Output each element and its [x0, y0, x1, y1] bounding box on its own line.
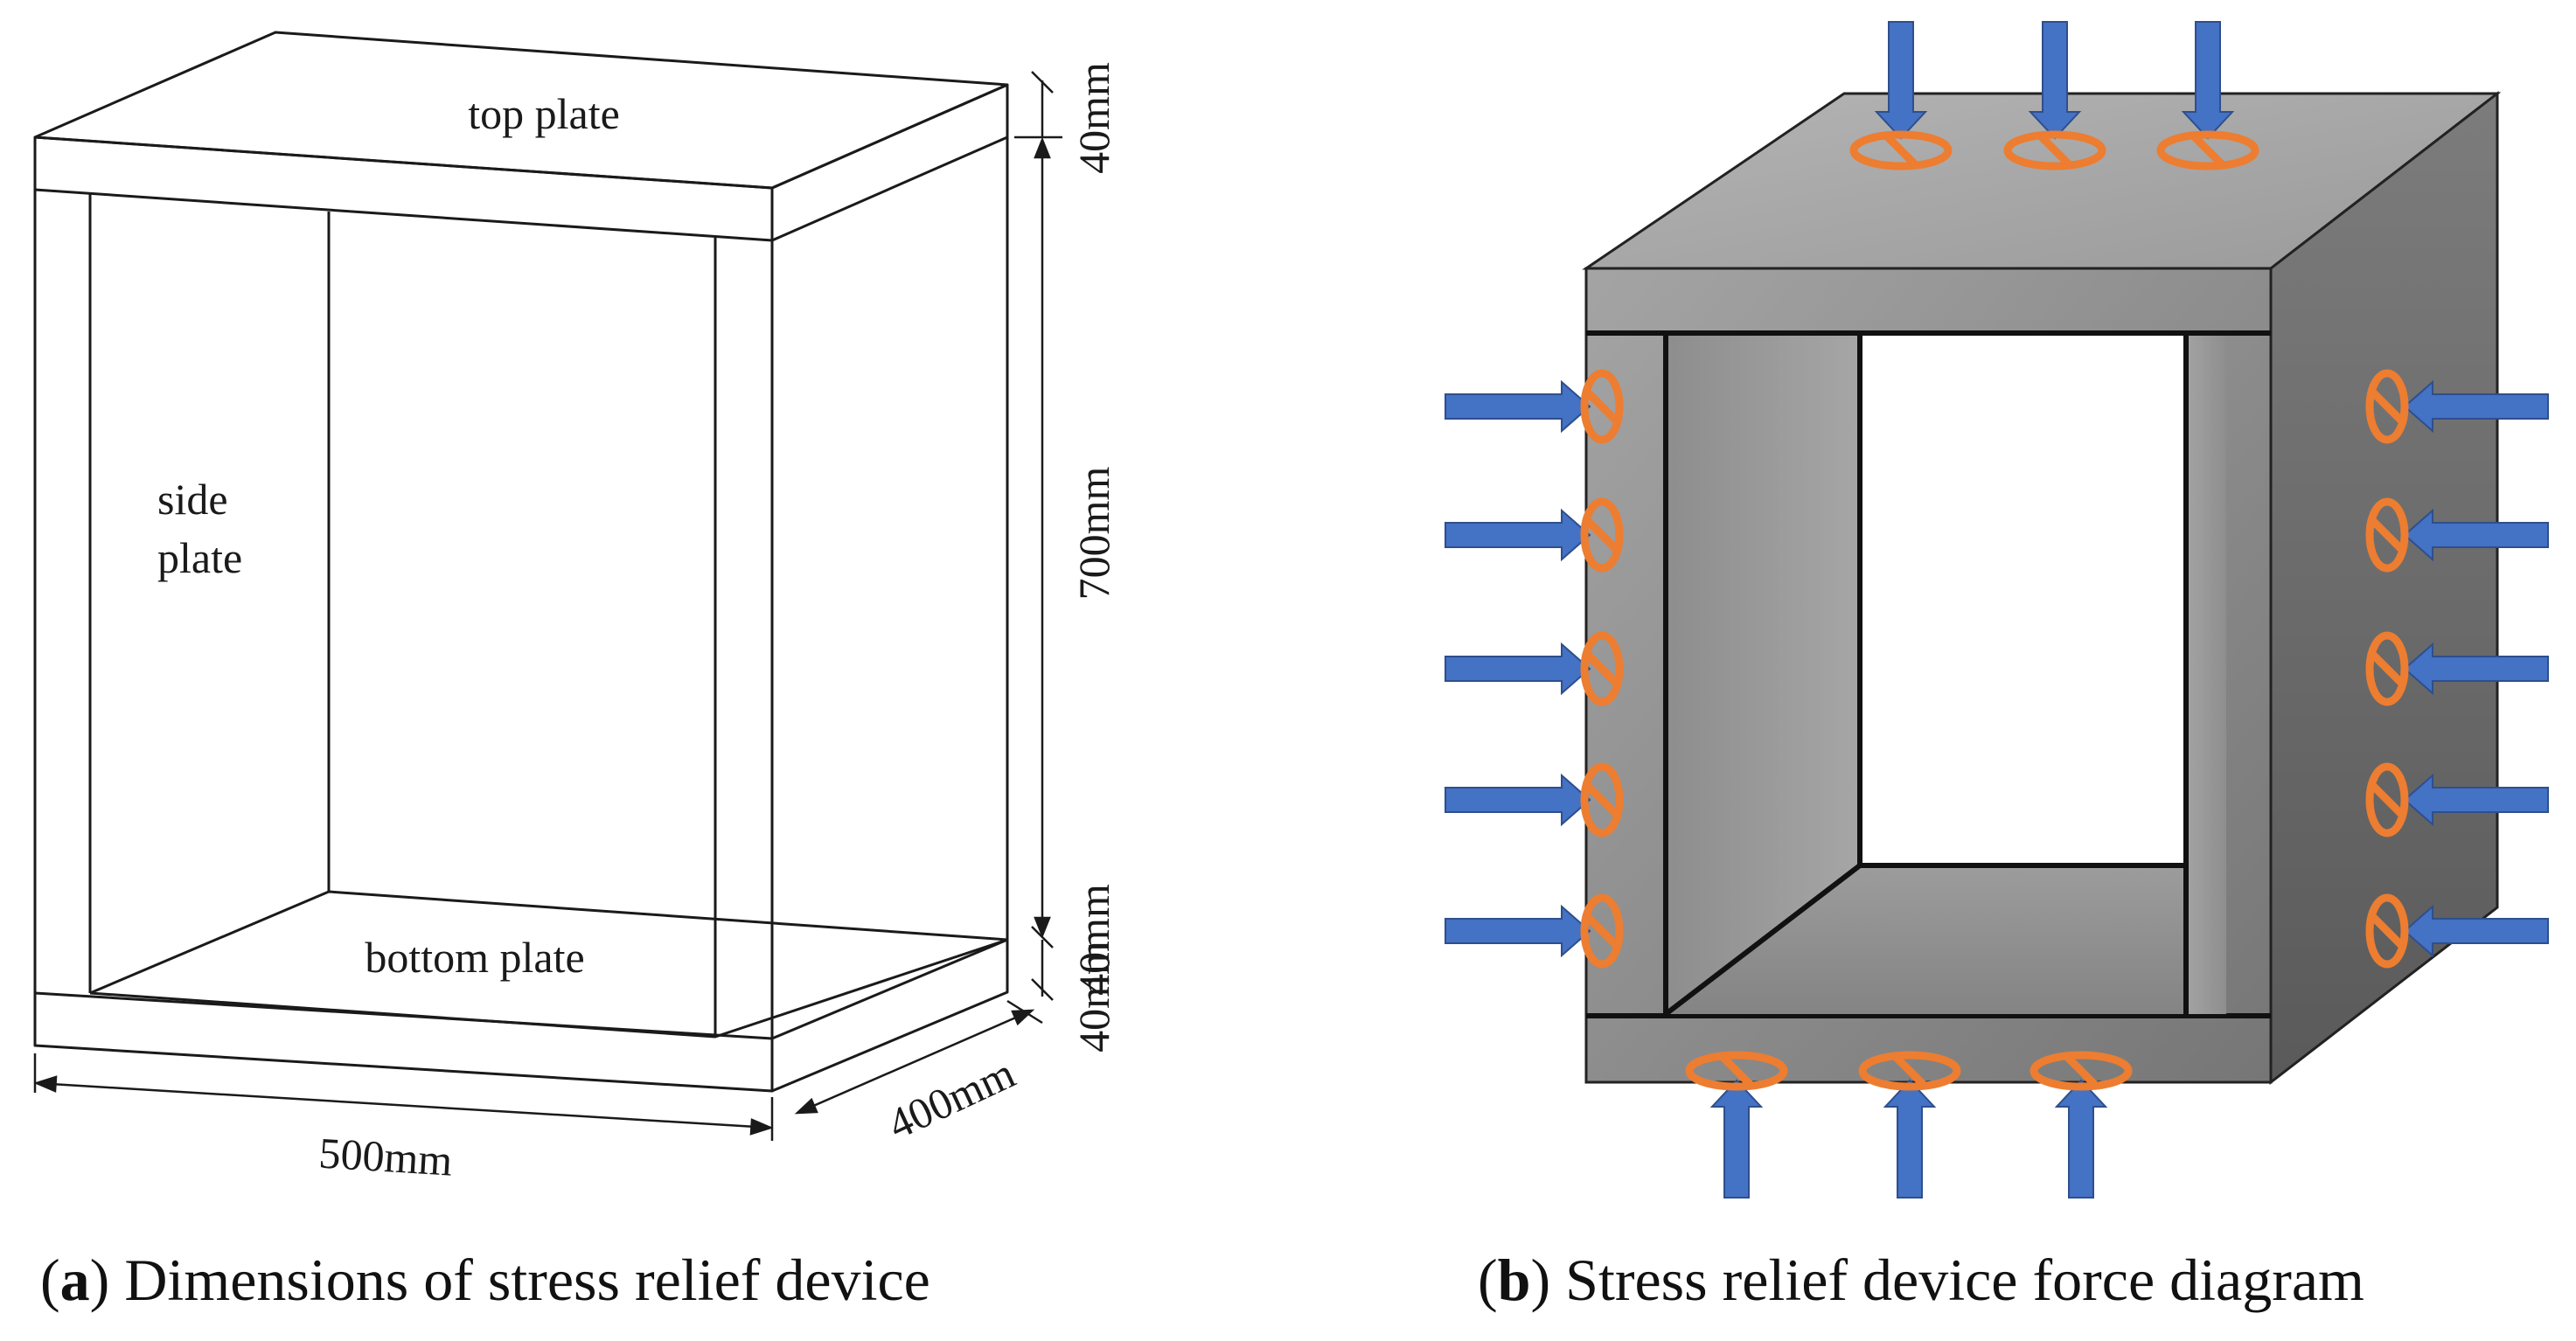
- contact-marker-left-3: [1580, 631, 1624, 706]
- height-arrow-top: [1034, 136, 1051, 159]
- contact-marker-right-2: [2365, 497, 2409, 573]
- caption-b-text: Stress relief device force diagram: [1550, 1247, 2364, 1313]
- contact-marker-right-1: [2365, 369, 2409, 444]
- bottom-plate-front-face: [33, 991, 774, 1093]
- force-arrow-right-4: [2403, 773, 2549, 827]
- dim-width: 500mm: [317, 1128, 454, 1185]
- panel-b-force-diagram: [1445, 21, 2549, 1199]
- cavity-edge-diagonal: [1664, 863, 1862, 1017]
- contact-marker-bottom-1: [1685, 1051, 1788, 1091]
- width-dimension-line: [36, 1081, 771, 1129]
- captions: (a) Dimensions of stress relief device (…: [40, 1247, 2364, 1313]
- contact-marker-left-2: [1580, 497, 1624, 573]
- caption-b-letter: b: [1498, 1247, 1531, 1313]
- top-plate-label: top plate: [468, 89, 620, 138]
- depth-arrow-back: [1011, 1009, 1035, 1026]
- width-arrow-right: [749, 1118, 774, 1136]
- force-arrow-left-1: [1445, 379, 1591, 434]
- height-arrow-bottom: [1034, 916, 1051, 939]
- panel-a-dimension-drawing: [33, 31, 1009, 1093]
- contact-marker-left-4: [1580, 762, 1624, 837]
- side-plate-label-line1: side: [157, 475, 228, 524]
- depth-dimension-line: [797, 1009, 1033, 1115]
- cavity-back-opening: [1860, 336, 2186, 865]
- contact-marker-top-1: [1849, 130, 1953, 170]
- dim-bottom-thickness-2: 40mm: [1069, 941, 1118, 1053]
- force-arrow-right-3: [2403, 642, 2549, 696]
- force-arrow-left-2: [1445, 508, 1591, 562]
- force-arrow-bottom-1: [1709, 1079, 1764, 1199]
- force-arrow-right-2: [2403, 508, 2549, 562]
- contact-marker-right-4: [2365, 762, 2409, 837]
- force-arrow-bottom-2: [1883, 1079, 1937, 1199]
- force-arrow-left-3: [1445, 642, 1591, 696]
- cavity-right-wall: [2186, 336, 2226, 1014]
- dim-bottom-thickness: 40mm: [1069, 884, 1118, 996]
- top-plate-side-face: [770, 83, 1009, 242]
- cavity-floor: [1666, 865, 2186, 1014]
- cavity-left-wall: [1666, 336, 1860, 1014]
- caption-a-letter: a: [60, 1247, 90, 1313]
- dim-top-thickness: 40mm: [1069, 62, 1118, 174]
- contact-marker-bottom-3: [2029, 1051, 2133, 1091]
- contact-marker-top-3: [2156, 130, 2259, 170]
- force-arrow-bottom-3: [2054, 1079, 2108, 1199]
- top-plate-front-face: [33, 135, 774, 242]
- dim-depth: 400mm: [881, 1048, 1022, 1149]
- bottom-plate-label: bottom plate: [365, 933, 584, 982]
- force-arrow-top-1: [1874, 21, 1928, 140]
- force-arrow-left-4: [1445, 773, 1591, 827]
- force-arrow-right-5: [2403, 904, 2549, 958]
- width-arrow-left: [33, 1075, 58, 1093]
- contact-marker-left-1: [1580, 369, 1624, 444]
- contact-marker-left-5: [1580, 893, 1624, 969]
- caption-a-text: Dimensions of stress relief device: [109, 1247, 930, 1313]
- caption-b: (b) Stress relief device force diagram: [1478, 1247, 2364, 1313]
- force-arrow-right-1: [2403, 379, 2549, 434]
- side-plate-label-line2: plate: [157, 533, 242, 582]
- contact-marker-right-3: [2365, 631, 2409, 706]
- force-arrows: [1445, 21, 2549, 1199]
- panel-a-dimension-lines: [33, 71, 1062, 1141]
- dim-height: 700mm: [1069, 467, 1118, 601]
- contact-marker-top-2: [2003, 130, 2106, 170]
- depth-arrow-front: [794, 1097, 818, 1115]
- contact-marker-right-5: [2365, 893, 2409, 969]
- force-arrow-top-2: [2028, 21, 2082, 140]
- force-arrow-left-5: [1445, 904, 1591, 958]
- caption-a: (a) Dimensions of stress relief device: [40, 1247, 930, 1313]
- contact-marker-bottom-2: [1858, 1051, 1961, 1091]
- force-arrow-top-3: [2181, 21, 2235, 140]
- bottom-plate-side-face: [770, 938, 1009, 1093]
